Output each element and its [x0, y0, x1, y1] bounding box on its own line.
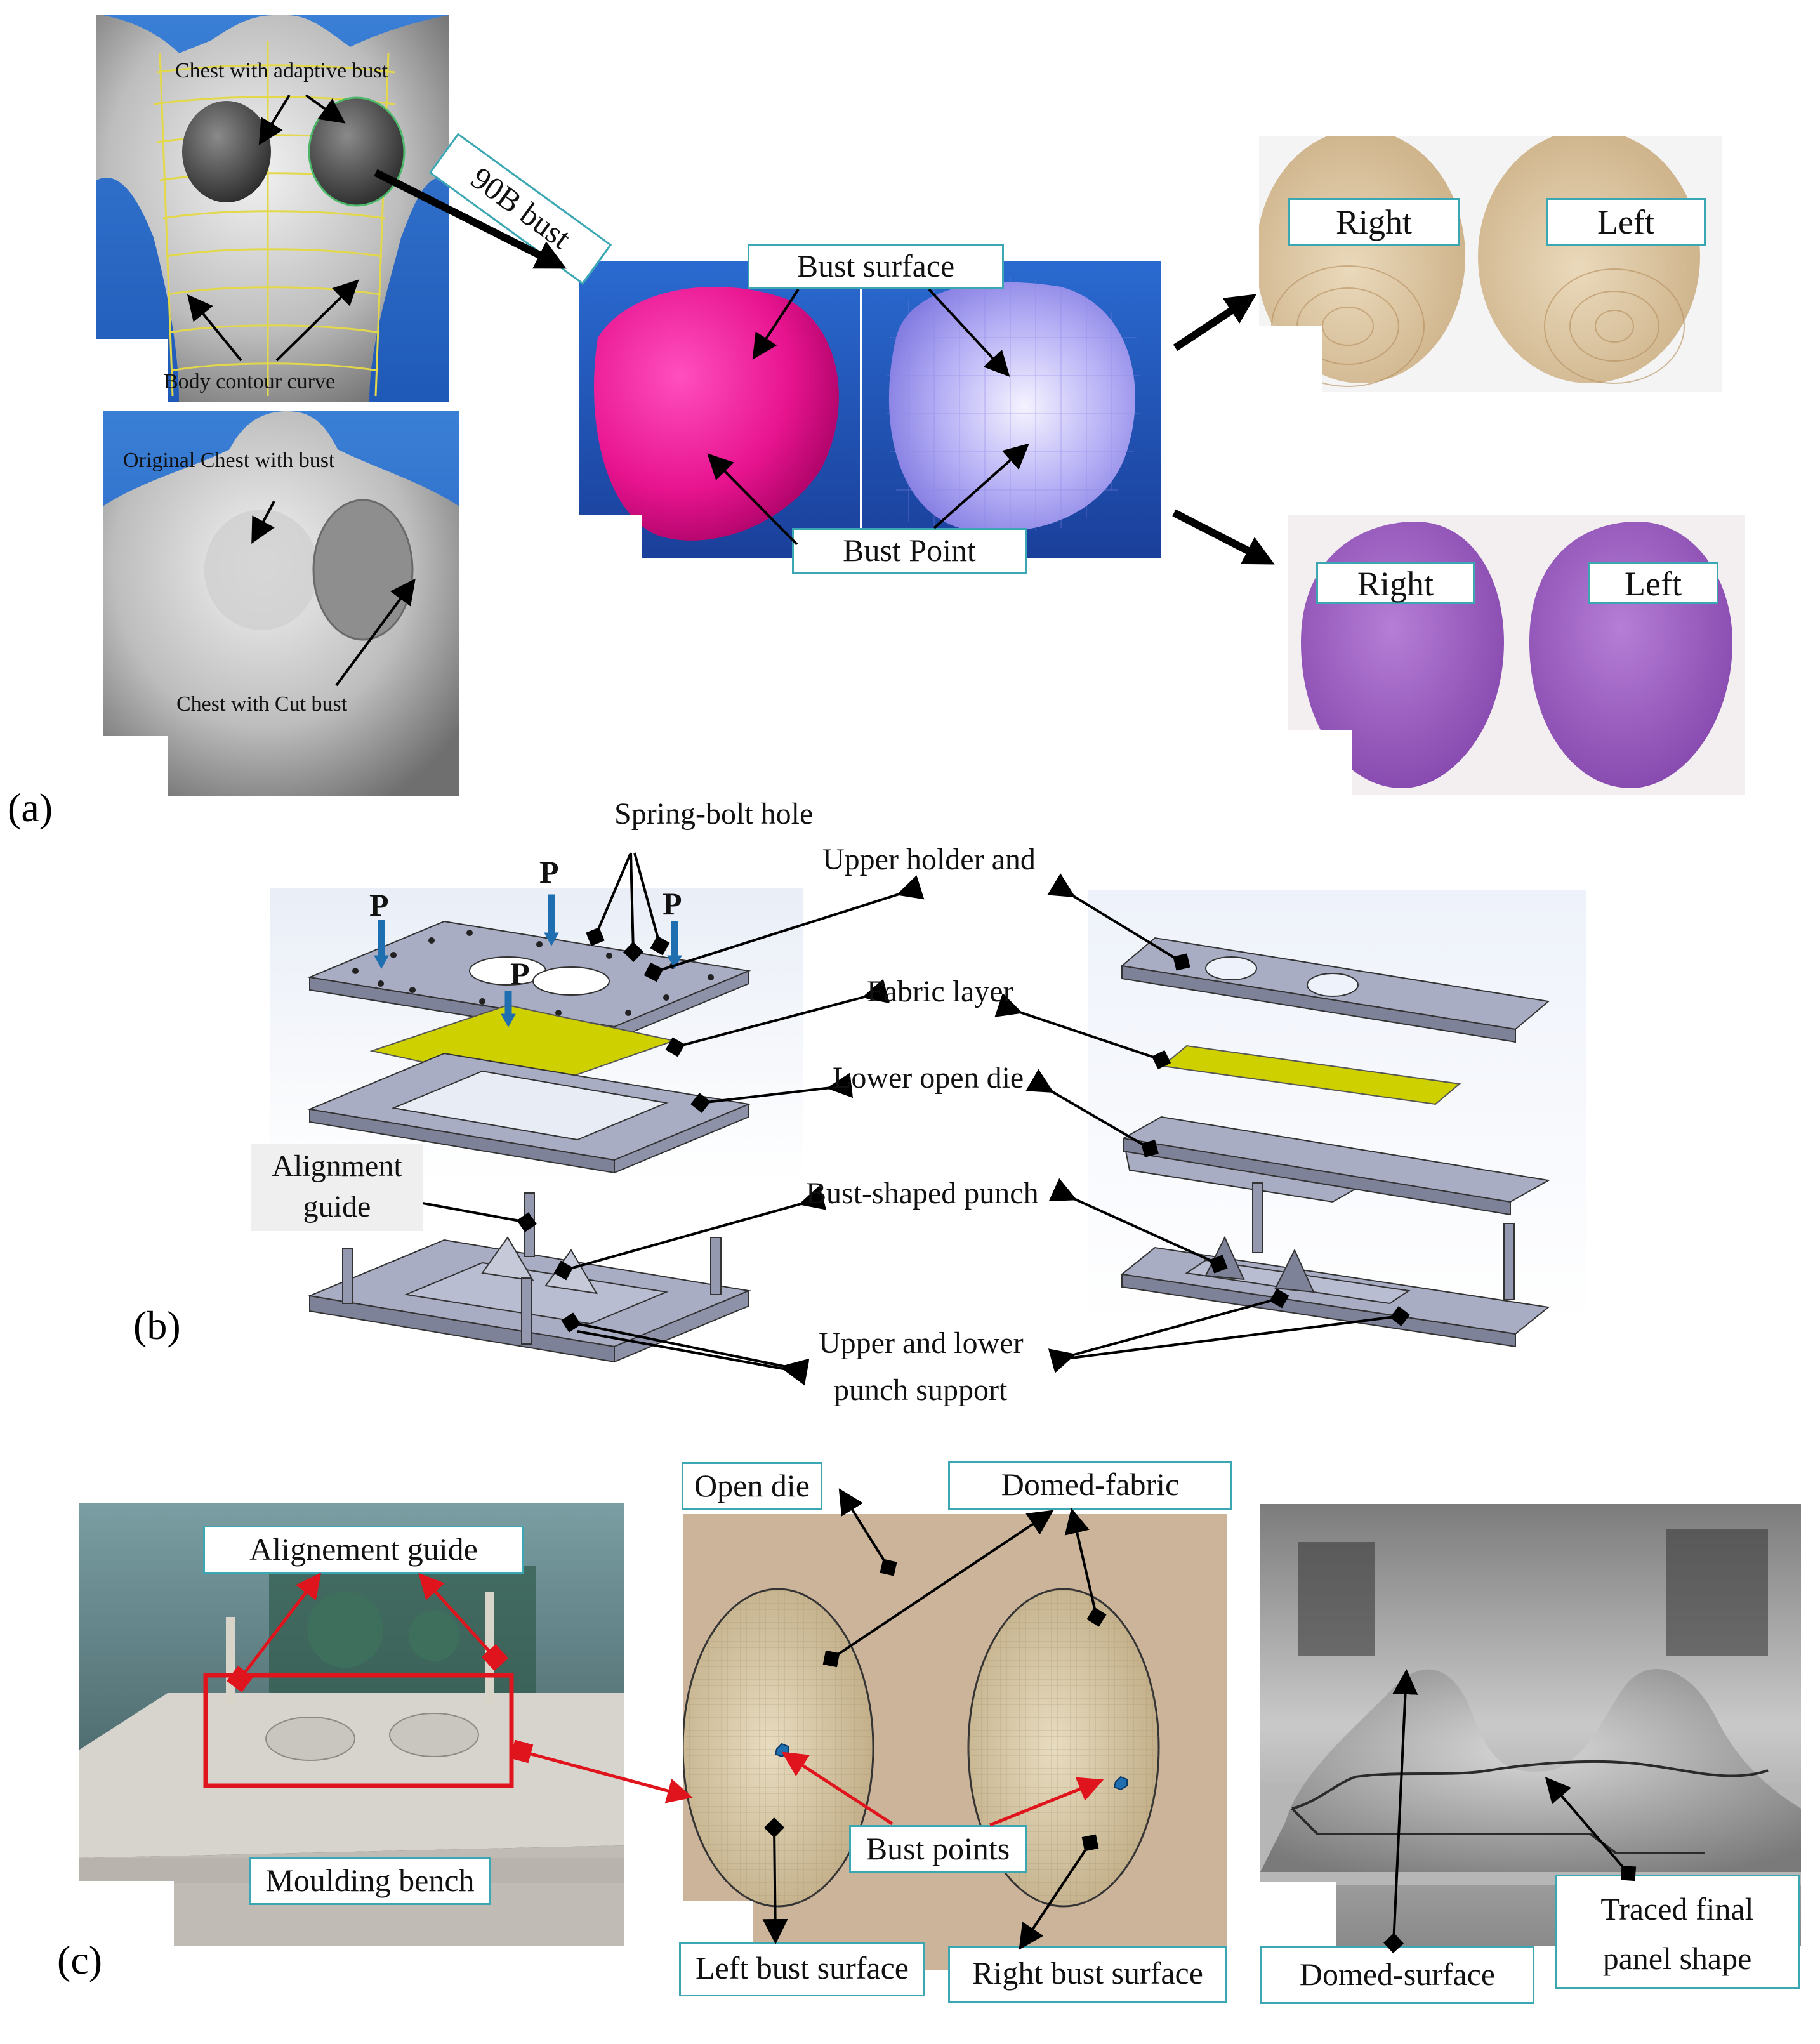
label-bust-surface: Bust surface [748, 244, 1004, 289]
label-body-contour: Body contour curve [164, 370, 336, 393]
lower-open-die-right [1122, 1116, 1550, 1216]
label-open-die: Open die [682, 1462, 822, 1510]
fabric-layer-right [1161, 1045, 1461, 1105]
label-punch-support-1: Upper and lower [819, 1326, 1024, 1360]
force-label-3: P [663, 886, 682, 921]
force-label-2: P [539, 854, 559, 890]
label-bust-shaped-punch: Bust-shaped punch [806, 1177, 1039, 1210]
force-label-1: P [369, 887, 389, 923]
label-alignment-guide: Alignment guide [251, 1144, 423, 1231]
label-upper-holder: Upper holder and [822, 843, 1036, 876]
label-lower-open-die: Lower open die [833, 1061, 1024, 1095]
photo-corner-mask [96, 339, 168, 402]
label-right-bust-surface: Right bust surface [948, 1946, 1227, 2003]
force-label-4: P [510, 956, 530, 991]
wood-bust-photo [1259, 136, 1722, 392]
traced-line-1: Traced final [1600, 1891, 1754, 1927]
label-foam-left: Left [1588, 562, 1718, 604]
label-foam-right: Right [1316, 562, 1475, 604]
punch-base-left [307, 1192, 751, 1363]
label-fabric-layer: Fabric layer [867, 975, 1013, 1008]
panel-letter-b: (b) [133, 1303, 181, 1348]
label-spring-bolt-hole: Spring-bolt hole [614, 797, 814, 831]
label-traced-panel: Traced final panel shape [1555, 1875, 1800, 1989]
traced-line-2: panel shape [1602, 1941, 1752, 1976]
label-domed-surface: Domed-surface [1260, 1946, 1534, 2004]
bust-surface-render [579, 261, 1161, 558]
label-wood-right: Right [1288, 198, 1460, 246]
label-left-bust-surface: Left bust surface [679, 1942, 925, 1996]
label-punch-support-2: punch support [834, 1373, 1008, 1407]
label-cut-bust: Chest with Cut bust [176, 692, 348, 716]
label-alignement-guide: Alignement guide [203, 1526, 524, 1574]
label-moulding-bench: Moulding bench [249, 1857, 491, 1905]
label-chest-adaptive: Chest with adaptive bust [175, 59, 388, 82]
upper-holder-right [1120, 937, 1550, 1043]
panel-letter-c: (c) [57, 1937, 103, 1982]
label-wood-left: Left [1546, 198, 1706, 246]
label-bust-point: Bust Point [792, 528, 1027, 574]
panel-letter-a: (a) [8, 785, 53, 830]
photo-corner-mask-2 [103, 736, 168, 796]
alignment-guide-line-2: guide [303, 1190, 371, 1223]
alignment-guide-line-1: Alignment [272, 1149, 402, 1183]
label-original-chest: Original Chest with bust [123, 449, 335, 472]
lower-open-die-left [307, 1052, 751, 1174]
torso-original-photo [103, 411, 459, 796]
label-bust-points: Bust points [849, 1825, 1027, 1873]
torso-adaptive-photo [96, 15, 449, 402]
